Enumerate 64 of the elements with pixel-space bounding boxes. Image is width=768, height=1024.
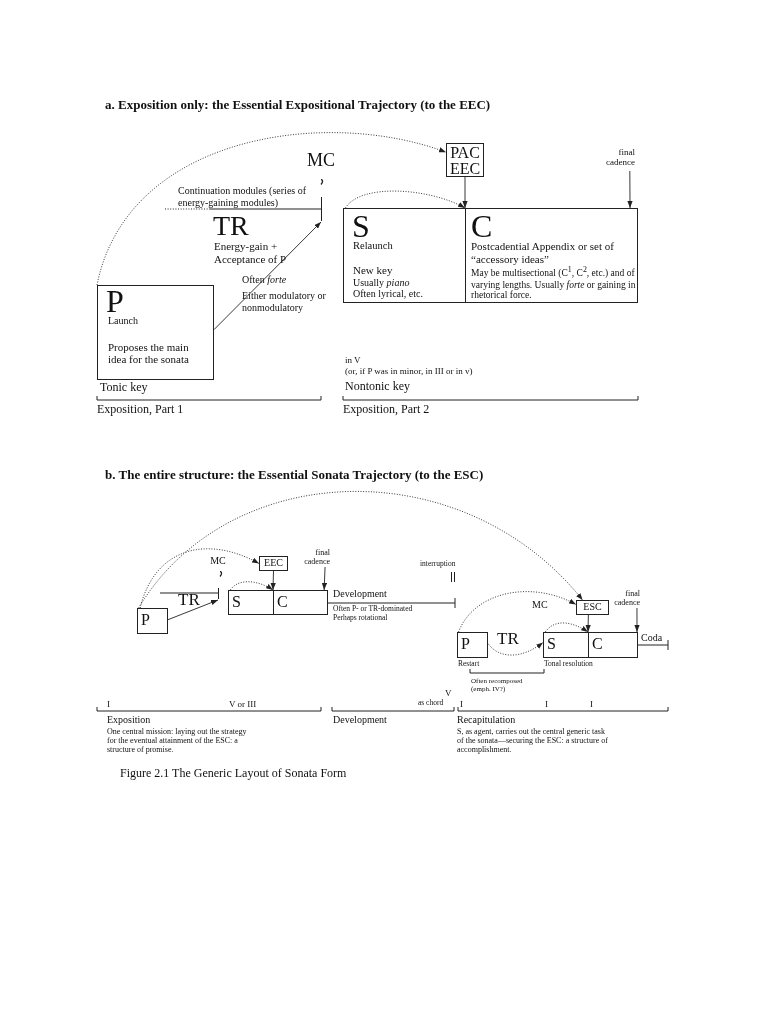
description-text: Often lyrical, etc.: [353, 288, 424, 300]
key-label: I: [545, 699, 548, 710]
section-subtitle: Launch: [108, 315, 139, 327]
cadence-label: EEC: [263, 557, 284, 568]
key-label: I: [590, 699, 593, 710]
annotation-text: Either modulatory or nonmodulatory: [242, 290, 327, 313]
section-subtitle: Postcadential Appendix or set of “accessory ideas”: [471, 240, 615, 266]
annotation-text: Recapitulation: [457, 714, 516, 726]
cadence-label: PAC EEC: [448, 145, 482, 177]
key-label: V: [445, 688, 452, 699]
key-label: I: [107, 699, 110, 710]
annotation-text: Development: [333, 588, 387, 600]
section-letter: S: [352, 213, 370, 241]
cadence-label: MC: [306, 150, 336, 171]
section-heading: b. The entire structure: the Essential Sonata Trajectory (to the ESC): [105, 468, 484, 483]
key-label: I: [460, 699, 463, 710]
description-text: Proposes the main idea for the sonata: [108, 340, 190, 366]
section-box: [228, 590, 274, 615]
section-box: [259, 556, 288, 571]
cadence-label: MC: [209, 555, 227, 567]
annotation-text: Development: [333, 714, 387, 726]
section-box: [465, 208, 638, 303]
annotation-text: Continuation modules (series of energy-gaining modules): [178, 185, 308, 208]
section-letter: TR: [213, 210, 249, 243]
description-text: May be multisectional (C$^{1}$, C$^{2}$, etc.) and of varying lengths. Usually forte or gaining in rhetorical force.: [471, 265, 637, 302]
section-heading: a. Exposition only: the Essential Expositional Trajectory (to the EEC): [105, 98, 491, 113]
cadence-label: final cadence: [602, 589, 640, 608]
section-letter: C: [471, 213, 493, 241]
section-box: [97, 285, 214, 380]
annotation-text: Exposition: [107, 714, 151, 726]
section-subtitle: Relaunch: [353, 240, 394, 253]
section-letter: P: [141, 611, 151, 630]
cadence-label: MC: [532, 599, 548, 611]
section-letter: P: [106, 288, 124, 316]
section-letter: S: [547, 635, 557, 654]
key-label: V or III: [229, 699, 257, 710]
cadence-label: final cadence: [598, 147, 635, 168]
section-letter: S: [232, 593, 242, 612]
section-box: [273, 590, 328, 615]
annotation-text: Nontonic key: [345, 380, 410, 394]
description-text: New key: [353, 264, 394, 277]
cadence-label: ESC: [582, 601, 603, 612]
description-text: Usually piano: [353, 276, 411, 289]
section-letter: TR: [497, 629, 519, 649]
section-box: [457, 632, 488, 658]
cadence-label: final cadence: [292, 548, 330, 567]
annotation-text: One central mission: laying out the strategy for the eventual attainment of the ESC: a structure of promise.: [107, 727, 248, 755]
section-letter: C: [277, 593, 289, 612]
annotation-text: S, as agent, carries out the central generic task of the sonata—securing the ESC: a structure of accomplishment.: [457, 727, 609, 755]
section-box: [588, 632, 638, 658]
annotation-text: Exposition, Part 1: [97, 403, 184, 417]
annotation-text: Coda: [641, 632, 663, 644]
section-letter: TR: [178, 590, 200, 610]
section-letter: C: [592, 635, 604, 654]
annotation-text: Exposition, Part 2: [343, 403, 430, 417]
annotation-text: Often forte: [242, 274, 287, 286]
section-box: [543, 632, 589, 658]
annotation-text: (or, if P was in minor, in III or in v): [345, 366, 474, 377]
section-box: [576, 600, 609, 615]
annotation-text: in V: [345, 355, 361, 366]
figure-caption: Figure 2.1 The Generic Layout of Sonata Form: [120, 767, 347, 781]
section-letter: P: [461, 635, 471, 654]
section-box: [137, 608, 168, 634]
section-box: [343, 208, 466, 303]
